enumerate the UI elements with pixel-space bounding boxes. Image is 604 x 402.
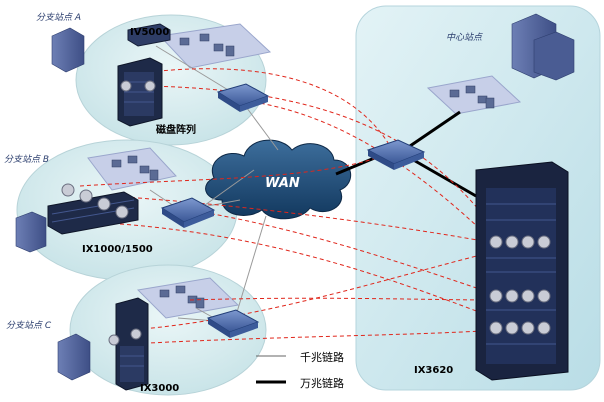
legend-ten-gigabit-label: 万兆链路 (300, 377, 344, 390)
wan-cloud (205, 139, 351, 220)
branch-a-switch (216, 83, 270, 112)
branch-a-building (51, 27, 85, 73)
lan-hosts (111, 33, 495, 309)
legend-gigabit-label: 千兆链路 (300, 351, 344, 364)
branch-c-building (57, 333, 91, 381)
ix3620-label: IX3620 (414, 365, 454, 376)
disk-array-label: 磁盘阵列 (156, 125, 196, 136)
iv5000-box (127, 23, 171, 47)
ix3620-rack (475, 161, 569, 381)
disk-array-rack (117, 57, 163, 127)
wan-label: WAN (265, 176, 300, 191)
branch-c-switch (206, 309, 260, 338)
ix3000-rack (108, 297, 149, 391)
branch-a-label: 分支站点 A (36, 13, 82, 23)
branch-c-label: 分支站点 C (6, 321, 52, 331)
branch-b-switch (160, 197, 216, 228)
iv5000-label: IV5000 (130, 27, 170, 38)
ix1000-label: IX1000/1500 (82, 244, 153, 255)
center-lan-platform (426, 75, 522, 115)
ix1000-device (47, 183, 139, 235)
ix3000-label: IX3000 (140, 383, 180, 394)
center-label: 中心站点 (446, 33, 483, 43)
center-building (511, 13, 575, 81)
branch-b-label: 分支站点 B (4, 155, 50, 165)
branch-b-building (15, 211, 47, 253)
center-switch (366, 139, 426, 170)
redundant-links (79, 68, 501, 345)
